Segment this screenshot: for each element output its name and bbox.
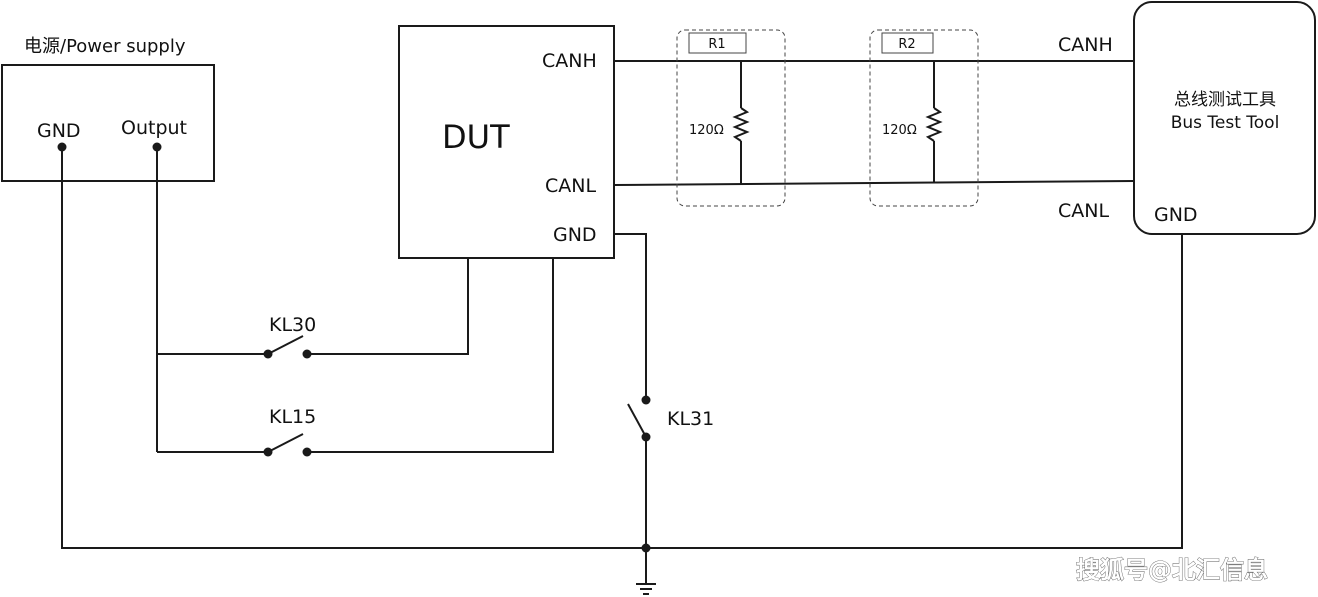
kl30-label: KL30 — [269, 314, 316, 336]
dut-canl-label: CANL — [545, 175, 596, 197]
kl30-switch-lever — [267, 335, 304, 355]
bus-test-tool-box — [1133, 1, 1316, 235]
kl30-output-wire — [307, 258, 469, 355]
power-supply-box — [1, 64, 215, 182]
r1-resistor — [732, 61, 750, 184]
bus-canh-label: CANH — [1058, 34, 1113, 56]
dut-gnd-wire — [614, 233, 647, 400]
kl15-output-wire — [307, 258, 554, 453]
bus-test-tool-gnd-label: GND — [1154, 204, 1198, 226]
r2-resistor — [925, 61, 943, 183]
watermark: 搜狐号@北汇信息 — [1076, 556, 1268, 584]
power-supply-gnd-label: GND — [37, 120, 81, 142]
r2-value: 120Ω — [882, 123, 917, 138]
dut-canh-label: CANH — [542, 50, 597, 72]
kl31-contact-top — [641, 395, 651, 405]
dut-gnd-label: GND — [553, 224, 597, 246]
dut-title: DUT — [442, 118, 510, 156]
ground-symbol-icon — [636, 548, 656, 595]
kl31-label: KL31 — [667, 408, 714, 430]
r2-dashed-enclosure — [869, 29, 979, 207]
r1-value: 120Ω — [689, 123, 724, 138]
kl31-switch-lever — [627, 403, 647, 438]
bus-test-tool-title-en: Bus Test Tool — [1171, 113, 1280, 133]
kl15-switch-lever — [267, 433, 304, 453]
r1-dashed-enclosure — [676, 29, 786, 207]
r2-name-box — [881, 32, 934, 54]
power-supply-title: 电源/Power supply — [24, 36, 186, 57]
power-supply-output-label: Output — [121, 117, 187, 139]
dut-box — [398, 25, 615, 259]
ground-return-wire — [61, 147, 1183, 549]
r1-name: R1 — [708, 37, 725, 52]
r2-name: R2 — [898, 37, 915, 52]
bus-canl-label: CANL — [1058, 200, 1109, 222]
canl-wire — [613, 180, 1135, 186]
kl15-label: KL15 — [269, 406, 316, 428]
r1-name-box — [688, 32, 747, 54]
bus-test-tool-title-cn: 总线测试工具 — [1174, 90, 1276, 110]
